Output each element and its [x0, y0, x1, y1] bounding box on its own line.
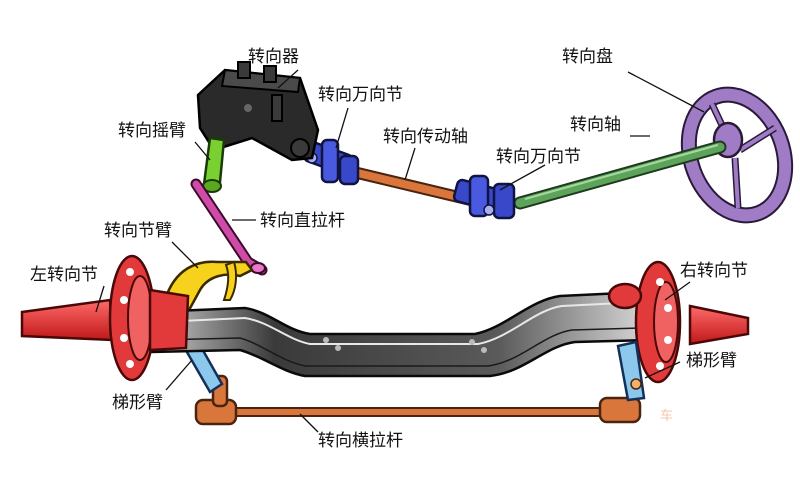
- label-universal-joint-upper: 转向万向节: [318, 85, 403, 105]
- watermark: 车: [660, 408, 673, 424]
- label-pitman-arm: 转向摇臂: [118, 121, 186, 141]
- leader-knuckle-arm: [171, 241, 199, 269]
- leader-drive-shaft: [404, 147, 416, 181]
- pitman-arm: [202, 136, 226, 193]
- label-left-knuckle: 左转向节: [30, 265, 98, 285]
- label-steering-shaft: 转向轴: [570, 115, 621, 135]
- label-trapezoid-arm-right: 梯形臂: [686, 351, 737, 371]
- leader-trapezoid-arm-left: [165, 359, 193, 391]
- leader-pitman-arm: [194, 141, 211, 161]
- label-steering-wheel: 转向盘: [562, 47, 613, 67]
- tie-rod: [194, 374, 642, 426]
- leader-trapezoid-arm-right: [644, 361, 681, 379]
- label-steering-gear: 转向器: [248, 47, 299, 67]
- leader-right-knuckle: [664, 281, 691, 301]
- trapezoid-arm-right: [616, 340, 646, 402]
- leader-lines: [95, 69, 705, 433]
- left-knuckle: [20, 254, 190, 382]
- leader-steering-gear: [277, 69, 299, 89]
- steering-wheel: [680, 86, 794, 224]
- axle-beam: [148, 290, 650, 378]
- label-tie-rod: 转向横拉杆: [318, 431, 403, 451]
- label-trapezoid-arm-left: 梯形臂: [112, 393, 163, 413]
- drag-link: [190, 178, 268, 276]
- leader-universal-joint-lower: [499, 164, 546, 191]
- leader-tie-rod: [299, 413, 319, 433]
- leader-universal-joint-upper: [335, 107, 349, 149]
- label-universal-joint-lower: 转向万向节: [496, 147, 581, 167]
- leader-steering-wheel: [627, 71, 705, 113]
- right-knuckle: [607, 260, 750, 384]
- universal-joint-lower: [452, 174, 516, 220]
- steering-shaft: [513, 140, 727, 210]
- leader-left-knuckle: [95, 285, 105, 313]
- label-drive-shaft: 转向传动轴: [383, 127, 468, 147]
- label-knuckle-arm: 转向节臂: [104, 221, 172, 241]
- labels: 转向器 转向盘 转向万向节 转向轴 转向传动轴 转向万向节 转向摇臂 转向直拉杆…: [30, 47, 748, 451]
- label-right-knuckle: 右转向节: [680, 261, 748, 281]
- label-drag-link: 转向直拉杆: [260, 211, 345, 231]
